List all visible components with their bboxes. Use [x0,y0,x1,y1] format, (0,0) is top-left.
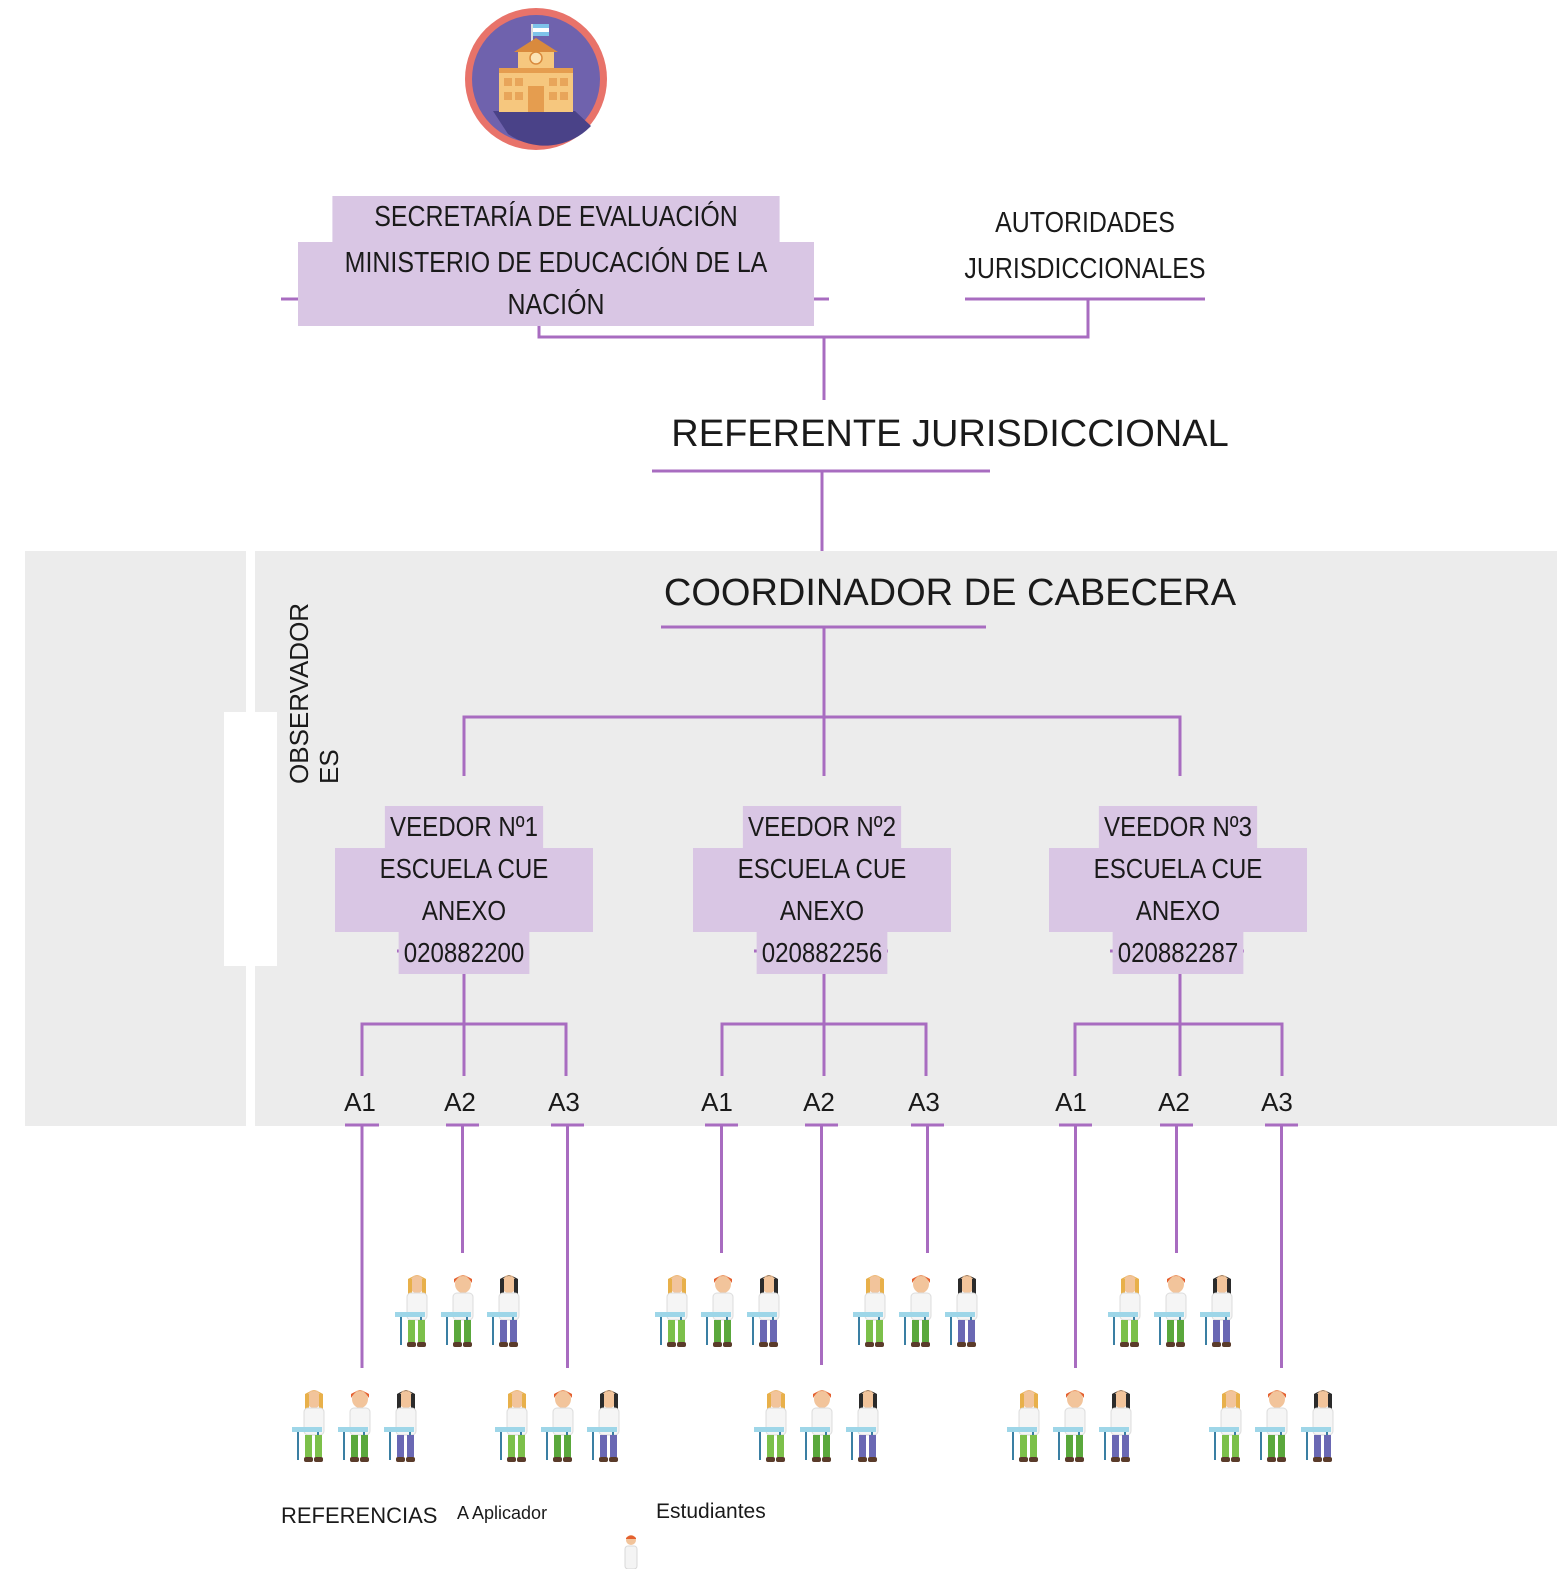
veedor-2-box: VEEDOR Nº2 ESCUELA CUE ANEXO 020882256 [693,806,951,974]
aplicador-label: A3 [908,1087,940,1117]
student-group-icon [493,1385,643,1470]
estudiantes-legend-label: Estudiantes [656,1500,766,1523]
student-group-icon [393,1270,543,1355]
referencias-label: REFERENCIAS [281,1503,438,1528]
student-group-icon [1106,1270,1256,1355]
school-building-logo [465,8,607,150]
aplicador-label: A3 [1261,1087,1293,1117]
student-group-icon [1005,1385,1155,1470]
student-group-icon [290,1385,440,1470]
aplicador-label: A1 [1055,1087,1087,1117]
student-group-icon [851,1270,1001,1355]
student-group-icon [653,1270,803,1355]
aplicador-legend-label: A Aplicador [457,1503,548,1523]
observers-panel [25,551,246,1126]
aplicador-label: A2 [444,1087,476,1117]
veedor-3-box: VEEDOR Nº3 ESCUELA CUE ANEXO 020882287 [1049,806,1307,974]
aplicador-label: A1 [344,1087,376,1117]
veedor-1-box: VEEDOR Nº1 ESCUELA CUE ANEXO 020882200 [335,806,593,974]
observadores-label: OBSERVADOR ES [284,602,344,784]
aplicador-label: A2 [1158,1087,1190,1117]
aplicador-label: A1 [701,1087,733,1117]
student-group-icon [752,1385,902,1470]
aplicador-label: A3 [548,1087,580,1117]
coordinador-cabecera-label: COORDINADOR DE CABECERA [663,572,1237,614]
autoridades-jurisdiccionales-label: AUTORIDADES JURISDICCIONALES [964,207,1206,285]
ministerio-label: MINISTERIO DE EDUCACIÓN DE LA NACIÓN [298,242,814,326]
student-group-icon [1207,1385,1357,1470]
aplicador-label: A2 [803,1087,835,1117]
referente-jurisdiccional-label: REFERENTE JURISDICCIONAL [671,413,1229,455]
panel-divider [224,712,277,966]
aplicador-person-icon [624,1535,638,1569]
